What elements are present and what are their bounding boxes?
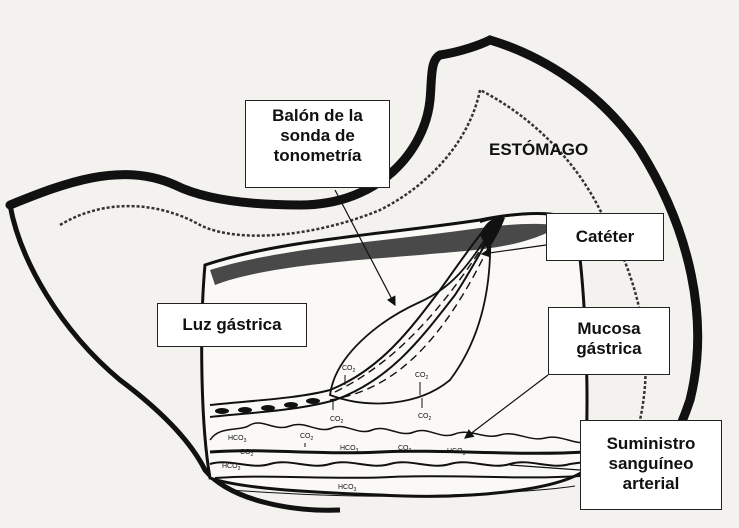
catheter-label: Catéter (546, 213, 664, 261)
mucosa-label: Mucosa gástrica (548, 307, 670, 375)
blood-supply-label: Suministro sanguíneo arterial (580, 420, 722, 510)
balloon-label: Balón de la sonda de tonometría (245, 100, 390, 188)
stomach-label: ESTÓMAGO (489, 140, 588, 160)
lumen-label: Luz gástrica (157, 303, 307, 347)
